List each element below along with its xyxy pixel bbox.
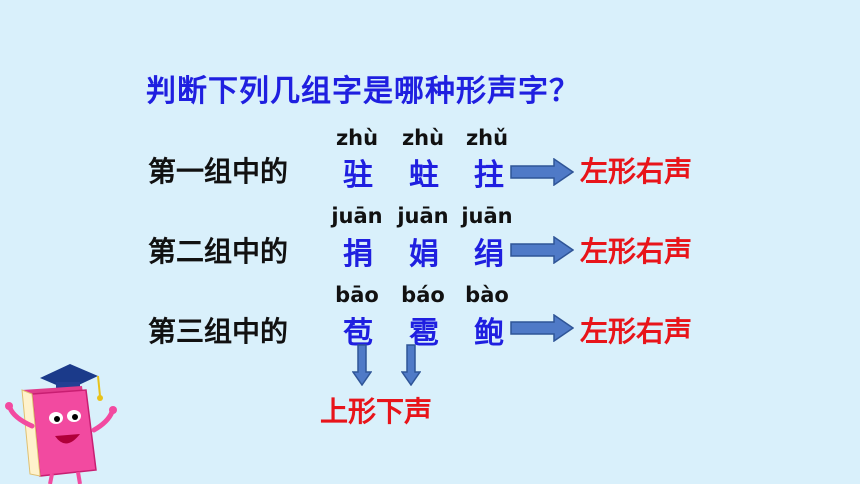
- book-mascot-icon: [5, 364, 117, 484]
- hanzi-1-1: 驻: [343, 158, 373, 193]
- hanzi-3-3: 鲍: [474, 316, 504, 351]
- row-label-3: 第三组中的: [148, 315, 289, 348]
- arrow-down-icon: [401, 344, 421, 386]
- row-label-2: 第二组中的: [148, 235, 289, 268]
- pinyin-1-1: zhù: [335, 126, 379, 150]
- hanzi-1-2: 蛀: [409, 158, 439, 193]
- arrow-right-icon: [510, 158, 574, 186]
- pinyin-2-2: juān: [397, 204, 449, 228]
- hanzi-2-1: 捐: [343, 237, 373, 272]
- hanzi-2-3: 绢: [474, 237, 504, 272]
- result-3: 左形右声: [580, 315, 693, 348]
- down-result: 上形下声: [320, 395, 433, 428]
- row-label-1: 第一组中的: [148, 155, 289, 188]
- hanzi-1-3: 拄: [474, 158, 504, 193]
- pinyin-1-2: zhù: [401, 126, 445, 150]
- result-2: 左形右声: [580, 235, 693, 268]
- pinyin-3-1: bāo: [335, 283, 379, 307]
- pinyin-2-3: juān: [461, 204, 513, 228]
- arrow-right-icon: [510, 314, 574, 342]
- arrow-down-icon: [352, 344, 372, 386]
- page-title: 判断下列几组字是哪种形声字？: [146, 74, 580, 109]
- pinyin-3-2: báo: [401, 283, 445, 307]
- hanzi-2-2: 娟: [409, 237, 439, 272]
- result-1: 左形右声: [580, 155, 693, 188]
- pinyin-3-3: bào: [465, 283, 509, 307]
- pinyin-1-3: zhǔ: [465, 126, 509, 150]
- arrow-right-icon: [510, 236, 574, 264]
- pinyin-2-1: juān: [331, 204, 383, 228]
